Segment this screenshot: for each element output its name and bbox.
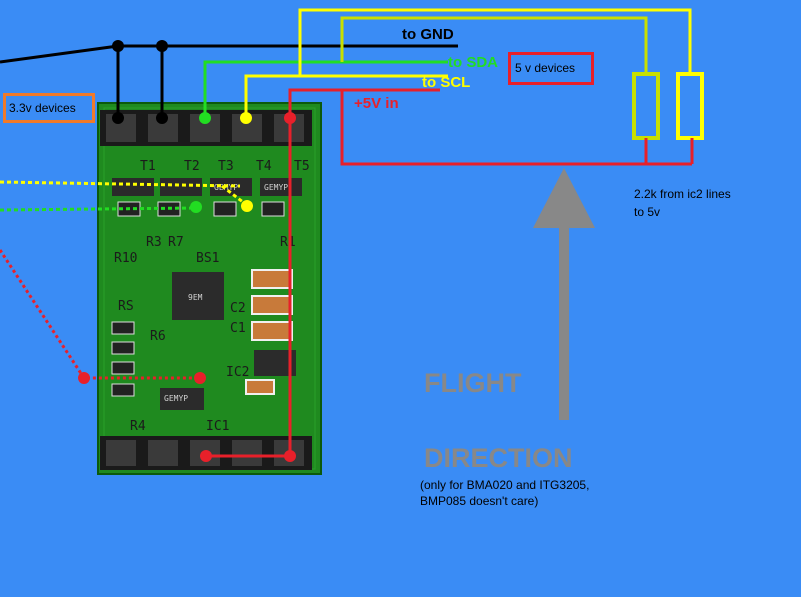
pullup-note-line2: to 5v <box>634 205 661 219</box>
five-volt-devices-label: 5 v devices <box>515 61 576 75</box>
gnd-pin-1 <box>112 112 124 124</box>
flight-label: FLIGHT <box>424 368 522 398</box>
gnd-node-2 <box>156 40 168 52</box>
pullup-note-line1: 2.2k from ic2 lines <box>634 187 731 201</box>
gnd-node-1 <box>112 40 124 52</box>
gnd-pin-2 <box>156 112 168 124</box>
scl-label: to SCL <box>422 74 471 91</box>
v5-label: +5V in <box>354 95 399 112</box>
silk-r10: R10 <box>114 251 137 266</box>
scl-3v3-dotted-drop <box>221 184 249 208</box>
five-volt-devices-box: 5 v devices <box>508 52 594 85</box>
note-line2: BMP085 doesn't care) <box>420 494 539 508</box>
gnd-label: to GND <box>402 26 454 43</box>
silk-t5: T5 <box>294 159 310 174</box>
silk-r4: R4 <box>130 419 146 434</box>
silk-t1: T1 <box>140 159 156 174</box>
v3-dot-board <box>194 372 206 384</box>
scl-pin <box>240 112 252 124</box>
silk-c2: C2 <box>230 301 246 316</box>
sda-pin <box>199 112 211 124</box>
v5-wire <box>288 88 440 120</box>
silk-r6: R6 <box>150 329 166 344</box>
marking-2: GEMYP <box>264 183 288 192</box>
chip-marking: 9EM <box>188 293 203 302</box>
sda-label: to SDA <box>448 54 498 71</box>
silk-r3: R3 <box>146 235 162 250</box>
note-line1: (only for BMA020 and ITG3205, <box>420 478 590 492</box>
marking-3: GEMYP <box>164 394 188 403</box>
three-volt-devices-label: 3.3v devices <box>9 101 76 115</box>
sensor-chip <box>172 272 224 320</box>
v5-pin-bottom-left <box>200 450 212 462</box>
pullup-resistor-sda <box>632 72 660 140</box>
scl-dot-lower <box>241 200 253 212</box>
direction-label: DIRECTION <box>424 443 573 473</box>
silk-ic1: IC1 <box>206 419 229 434</box>
v5-pin-top <box>284 112 296 124</box>
flight-arrow-head <box>533 168 595 228</box>
silk-r1: R1 <box>280 235 296 250</box>
sda-dot-lower <box>190 201 202 213</box>
v3-dot-left <box>78 372 90 384</box>
sda-3v3-dotted <box>0 206 197 212</box>
sda-wire <box>203 60 448 118</box>
silk-bs1: BS1 <box>196 251 219 266</box>
pullup-wire-outer <box>298 8 692 76</box>
silk-rs: RS <box>118 299 134 314</box>
pullup-wire-inner <box>340 16 648 74</box>
silk-t3: T3 <box>218 159 234 174</box>
silk-c1: C1 <box>230 321 246 336</box>
ic1-chip <box>160 388 204 410</box>
v5-pullup-rail <box>340 90 692 166</box>
silk-t2: T2 <box>184 159 200 174</box>
silk-r7: R7 <box>168 235 184 250</box>
gnd-wires <box>0 44 458 118</box>
scl-3v3-dotted <box>0 180 241 188</box>
silk-ic2: IC2 <box>226 365 249 380</box>
three-volt-devices-box: 3.3v devices <box>3 93 95 123</box>
bottom-header <box>100 436 312 470</box>
silk-t4: T4 <box>256 159 272 174</box>
capacitors <box>245 269 293 395</box>
v3-dotted-red <box>0 249 200 380</box>
pullup-resistor-scl <box>676 72 704 140</box>
marking-1: GEMYP <box>214 183 238 192</box>
v5-pin-bottom-right <box>284 450 296 462</box>
scl-wire <box>244 74 448 118</box>
